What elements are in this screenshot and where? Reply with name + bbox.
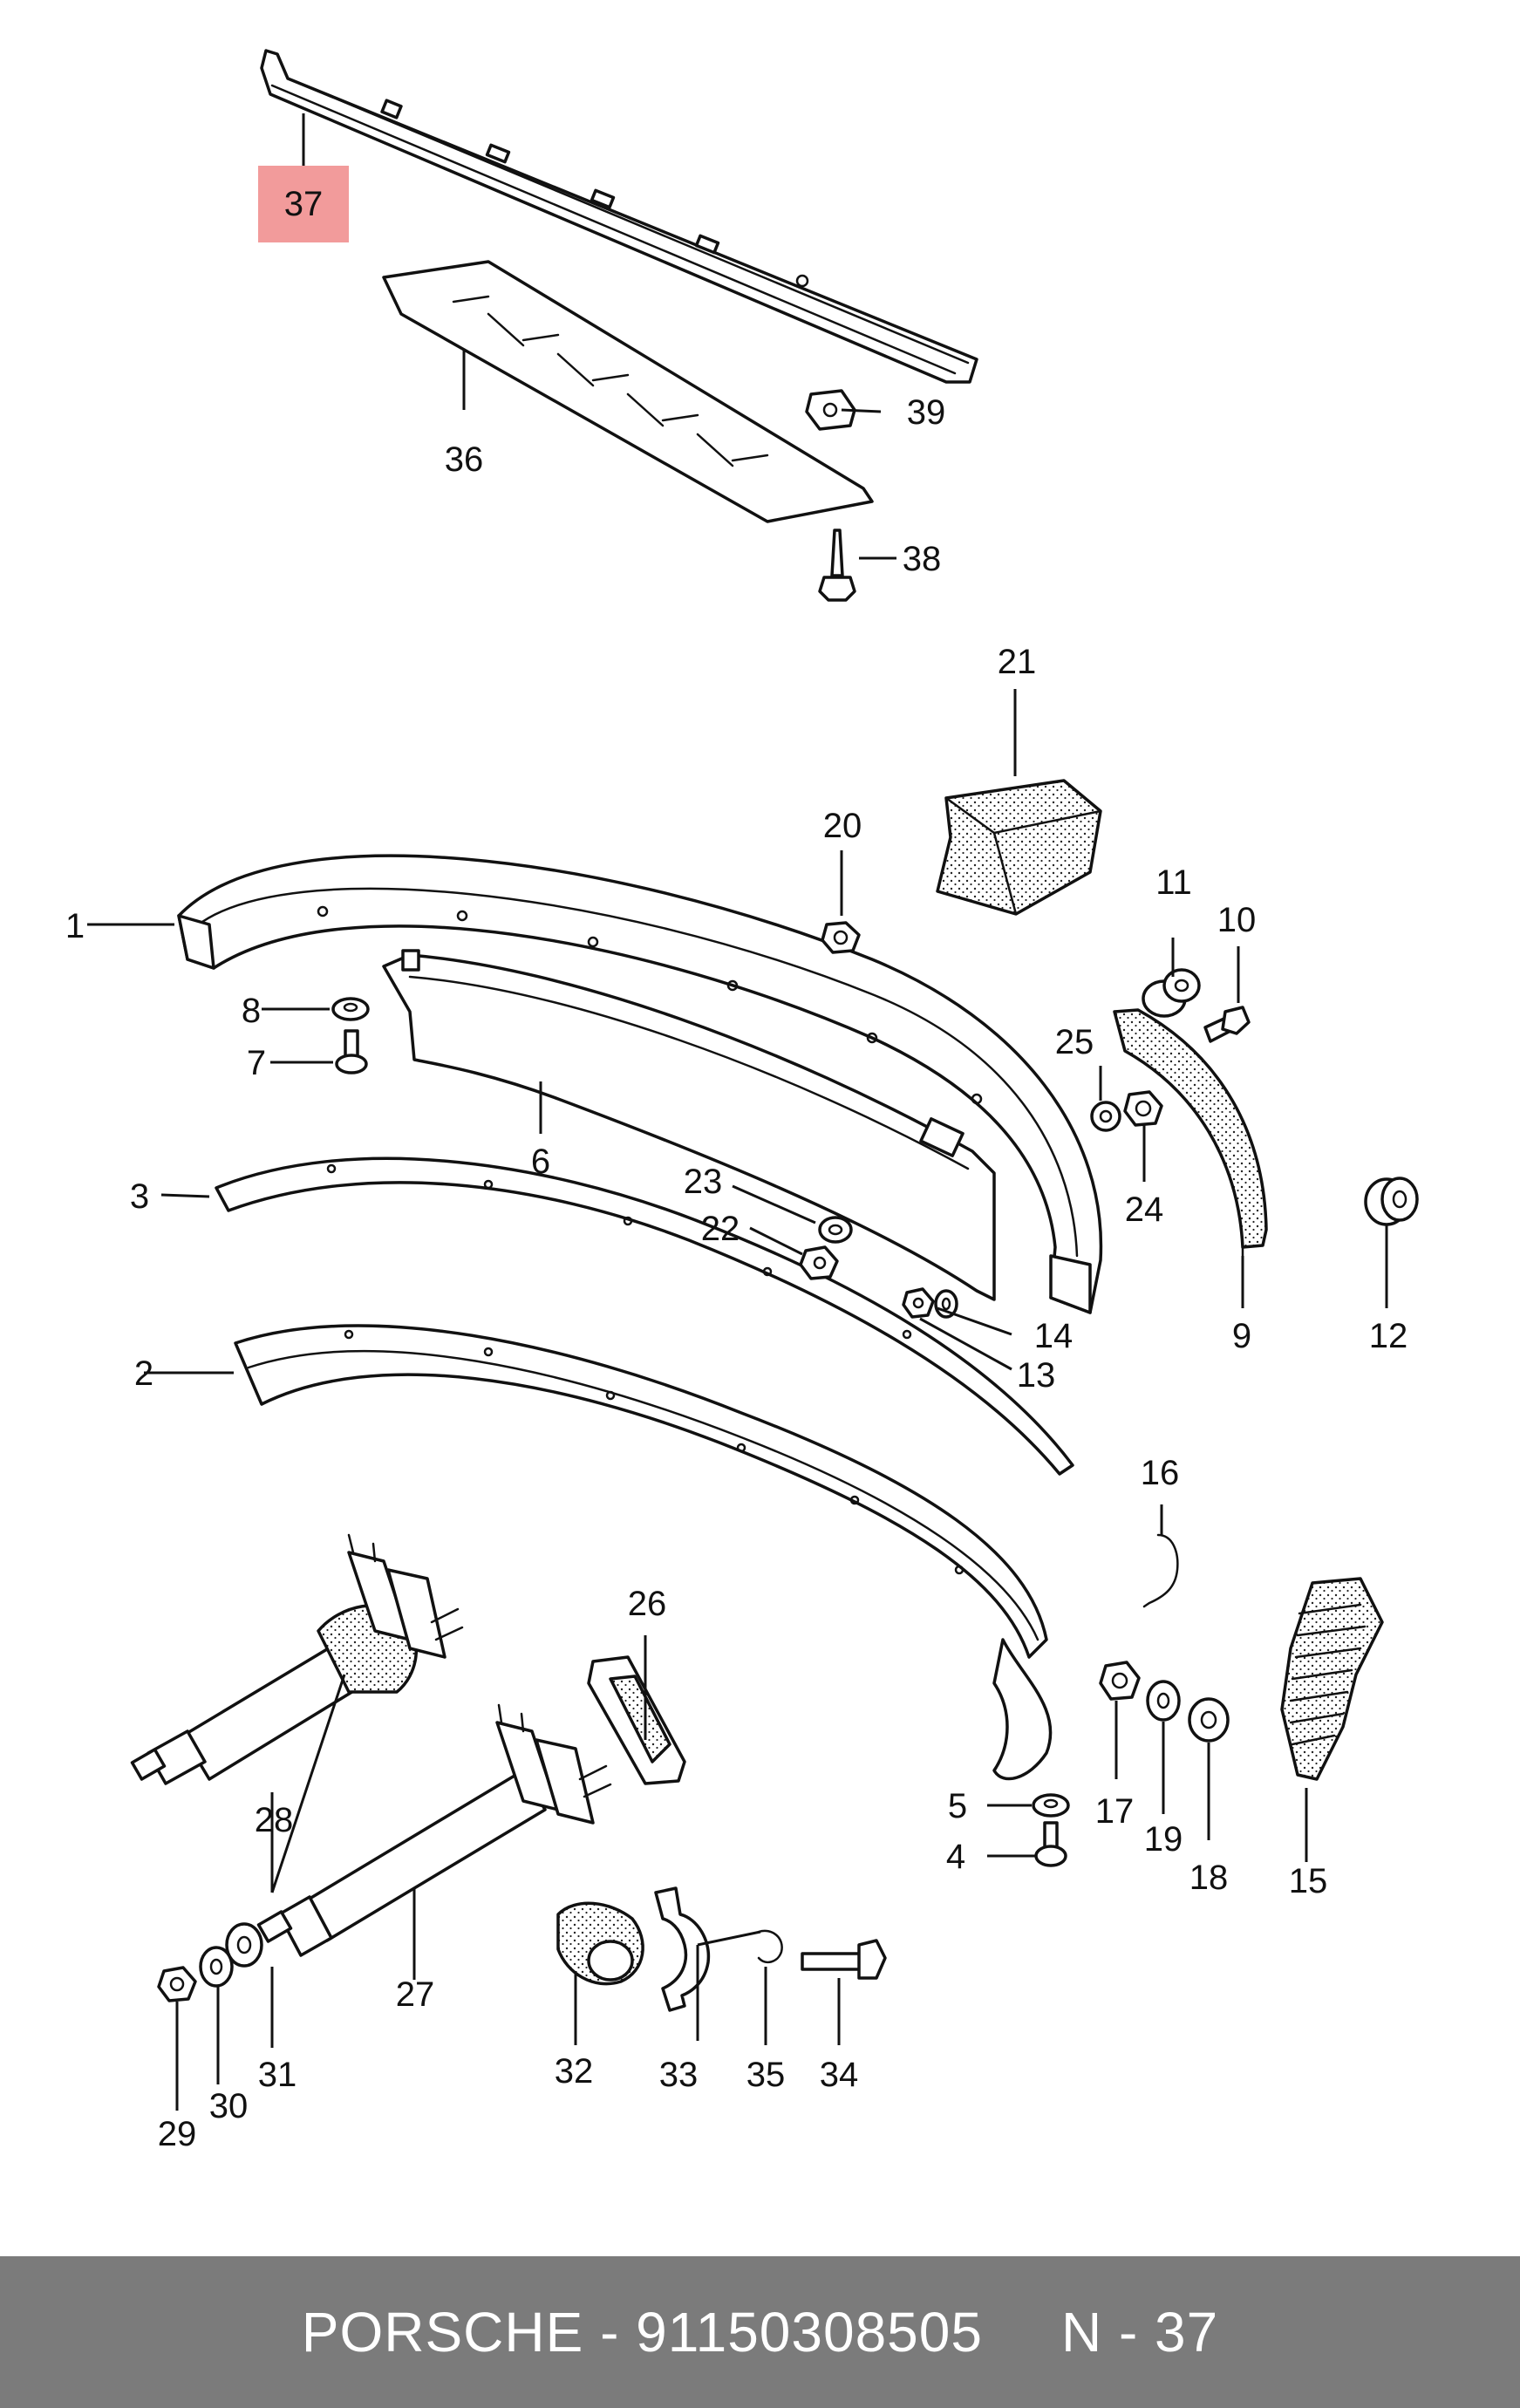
callout-37: 37: [284, 185, 324, 223]
part-25-washer: [1090, 1101, 1121, 1132]
part-30-washer: [199, 1946, 234, 1988]
part-34-bolt: [801, 1939, 887, 1980]
part-26-gasket: [587, 1655, 686, 1785]
part-3-reinforcement: [215, 1156, 1074, 1476]
callout-9: 9: [1232, 1317, 1251, 1355]
callout-31: 31: [258, 2056, 297, 2094]
part-29-nut: [157, 1966, 197, 2002]
callout-26: 26: [628, 1585, 667, 1623]
part-27-shock-absorber: [256, 1703, 612, 1957]
part-33-clamp: [654, 1886, 711, 2012]
callout-23: 23: [684, 1163, 723, 1201]
part-32-rubber-bushing: [556, 1901, 644, 1986]
footer-diagram-ref: N - 37: [1060, 2301, 1219, 2364]
callout-12: 12: [1369, 1317, 1408, 1355]
callout-8: 8: [242, 992, 261, 1030]
callout-10: 10: [1217, 901, 1257, 939]
callout-24: 24: [1125, 1190, 1164, 1229]
callout-25: 25: [1055, 1023, 1094, 1061]
callout-1: 1: [65, 907, 85, 945]
part-19-washer: [1146, 1680, 1181, 1722]
part-38-screw: [818, 529, 856, 602]
part-22-nut: [799, 1245, 839, 1280]
parts-diagram: 37 36 39 38 21 20 1 8 7 6 3 2 23 22 14 1…: [65, 49, 1419, 2153]
callout-14: 14: [1034, 1317, 1074, 1355]
callout-33: 33: [659, 2056, 699, 2094]
part-13-nut: [902, 1287, 935, 1319]
callout-39: 39: [907, 393, 946, 432]
callout-21: 21: [998, 643, 1037, 681]
part-9-side-seal: [1113, 1008, 1268, 1258]
callout-34: 34: [820, 2056, 859, 2094]
callout-36: 36: [445, 440, 484, 479]
callout-18: 18: [1189, 1859, 1229, 1897]
part-28-shock-absorber: [130, 1533, 464, 1785]
footer-separator: -: [583, 2301, 637, 2364]
callout-27: 27: [396, 1975, 435, 2014]
callout-22: 22: [701, 1210, 740, 1248]
callout-19: 19: [1144, 1820, 1183, 1859]
callout-15: 15: [1289, 1862, 1328, 1900]
callout-2: 2: [134, 1354, 153, 1393]
part-37-trim-strip: [260, 49, 978, 384]
callout-5: 5: [948, 1787, 967, 1825]
part-1-bumper-shell: [177, 854, 1103, 1314]
part-20-nut: [821, 921, 861, 954]
callout-28: 28: [255, 1801, 294, 1839]
callout-4: 4: [946, 1838, 965, 1876]
callout-7: 7: [247, 1044, 266, 1082]
part-24-nut: [1123, 1090, 1163, 1127]
part-8-washer: [331, 997, 370, 1021]
callout-17: 17: [1095, 1792, 1135, 1831]
footer-brand: PORSCHE: [301, 2301, 584, 2364]
leader-lines: [87, 113, 1388, 2111]
callout-16: 16: [1141, 1454, 1180, 1492]
footer-bar: PORSCHE - 91150308505 N - 37: [0, 2256, 1520, 2408]
part-6-inner-panel: [382, 949, 996, 1301]
part-23-washer: [818, 1216, 853, 1244]
part-12-grommet: [1364, 1177, 1419, 1226]
callout-3: 3: [130, 1177, 149, 1216]
part-4-bolt: [1034, 1821, 1067, 1867]
callout-13: 13: [1017, 1356, 1056, 1395]
part-11-grommet: [1142, 968, 1201, 1018]
callout-20: 20: [823, 807, 862, 845]
part-17-nut: [1099, 1661, 1141, 1701]
callout-35: 35: [746, 2056, 786, 2094]
part-15-rubber-block: [1280, 1577, 1384, 1781]
callout-37-highlight: [258, 166, 349, 242]
callout-labels: 37 36 39 38 21 20 1 8 7 6 3 2 23 22 14 1…: [65, 185, 1408, 2153]
callout-38: 38: [903, 540, 942, 578]
part-31-washer: [225, 1922, 263, 1968]
part-39-clip-nut: [805, 389, 856, 431]
callout-29: 29: [158, 2115, 197, 2153]
part-10-bolt: [1203, 1006, 1251, 1043]
part-18-washer: [1188, 1697, 1230, 1743]
part-36-deflector: [382, 260, 874, 523]
footer-part-number: 91150308505: [636, 2301, 983, 2364]
callout-11: 11: [1155, 863, 1192, 902]
part-35-lock-washer: [757, 1929, 783, 1964]
callout-32: 32: [555, 2052, 594, 2091]
callout-30: 30: [209, 2087, 249, 2125]
part-21-foam-block: [936, 779, 1102, 916]
part-7-bolt: [335, 1029, 368, 1074]
callout-6: 6: [531, 1143, 550, 1181]
part-5-washer: [1032, 1793, 1070, 1818]
part-2-bumper-trim: [234, 1324, 1053, 1781]
part-16-spring-clip: [1142, 1533, 1179, 1608]
